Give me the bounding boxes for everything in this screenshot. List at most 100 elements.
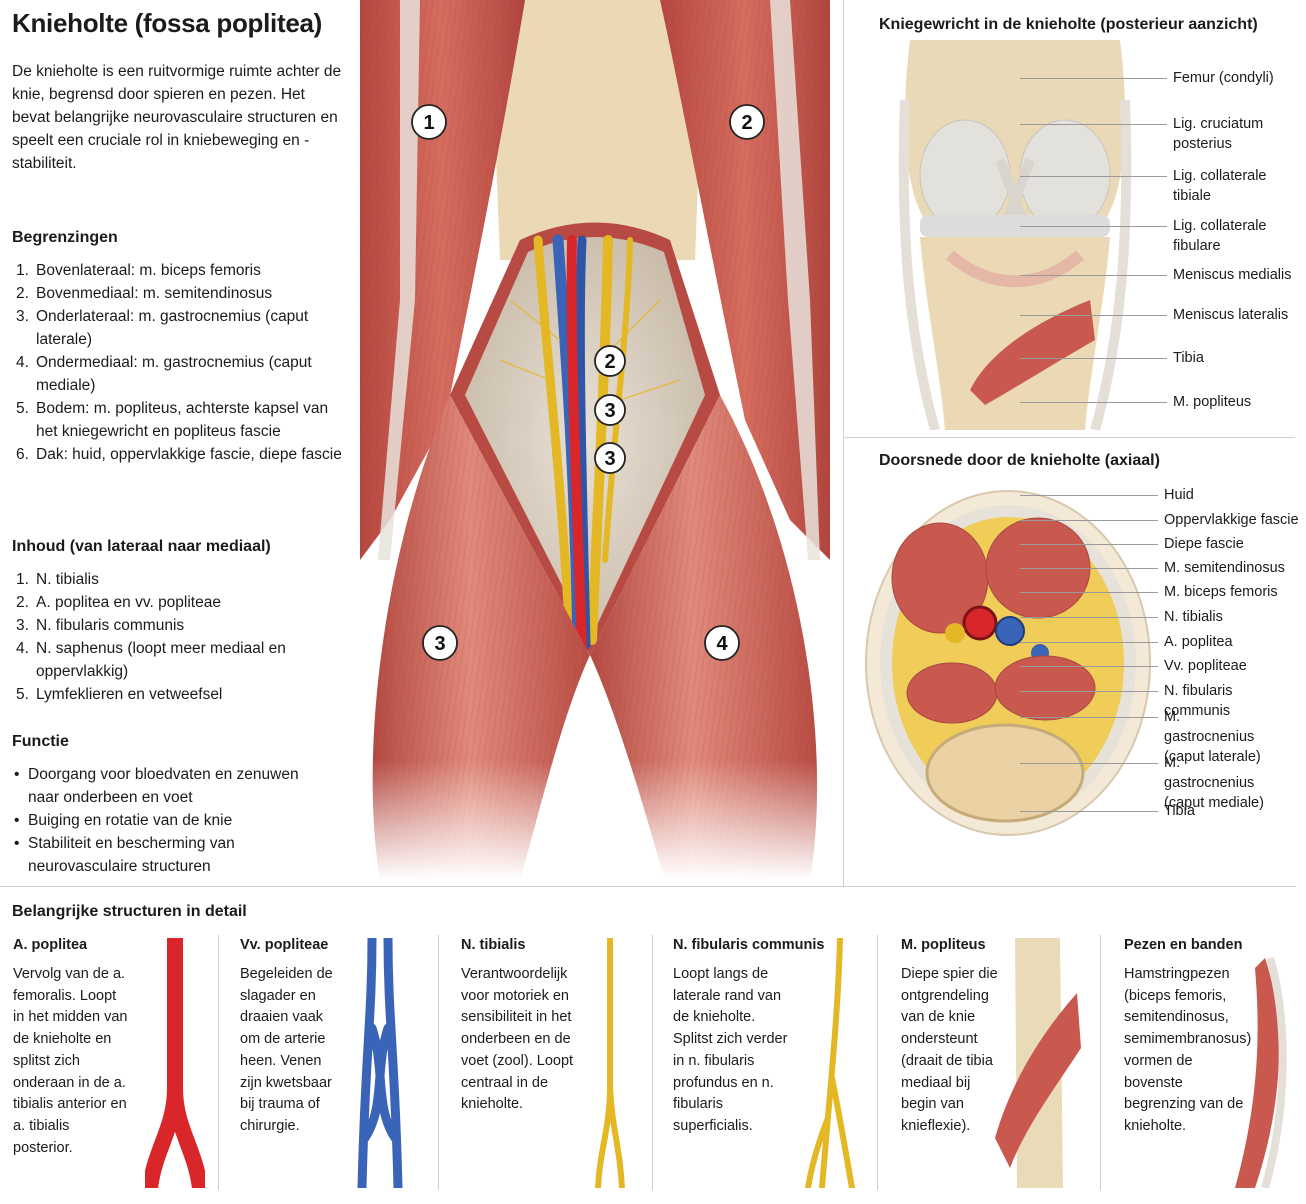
function-item: •Buiging en rotatie van de knie: [12, 809, 312, 832]
boundaries-title: Begrenzingen: [12, 229, 118, 246]
contents-item-number: 5.: [16, 686, 29, 703]
section-label: N. tibialis: [1164, 609, 1223, 625]
contents-item-number: 1.: [16, 571, 29, 588]
page-title: Knieholte (fossa poplitea): [12, 8, 323, 38]
detail-title: N. tibialis: [461, 937, 526, 953]
detail-text: Hamstringpezen (biceps femoris, semitend…: [1124, 966, 1252, 1134]
detail-text: Loopt langs de laterale rand van de knie…: [673, 966, 788, 1134]
section-label-leader-line: [1020, 520, 1158, 521]
joint-label-leader-line: [1020, 176, 1167, 177]
structure-badge: 3: [604, 400, 615, 422]
boundaries-item-text: Ondermediaal: m. gastrocnemius (caput me…: [36, 354, 312, 394]
joint-panel-title: Kniegewricht in de knieholte (posterieur…: [879, 16, 1258, 33]
muscle-badge: 1: [423, 112, 434, 134]
boundaries-item: 5.Bodem: m. popliteus, achterste kapsel …: [12, 397, 342, 443]
structure-number-badges: 2 3 3: [594, 345, 626, 474]
panel-divider-horizontal: [845, 437, 1295, 438]
section-label-leader-line: [1020, 568, 1158, 569]
contents-item-text: N. saphenus (loopt meer mediaal en opper…: [36, 640, 286, 680]
contents-item-number: 4.: [16, 640, 29, 657]
section-label: M. semitendinosus: [1164, 560, 1285, 576]
contents-item: 2.A. poplitea en vv. popliteae: [12, 591, 302, 614]
boundaries-item-number: 3.: [16, 308, 29, 325]
knee-joint-illustration: [898, 40, 1132, 430]
intro-text: De knieholte is een ruitvormige ruimte a…: [12, 63, 342, 172]
contents-item: 1. N. tibialis: [12, 568, 302, 591]
section-label-leader-line: [1020, 642, 1158, 643]
section-label-leader-line: [1020, 617, 1158, 618]
boundaries-item-text: Onderlateraal: m. gastrocnemius (caput l…: [36, 308, 309, 348]
section-label: M. gastrocnenius (caput mediale): [1164, 755, 1264, 811]
detail-separator: [877, 935, 878, 1190]
section-label: M. gastrocnenius (caput laterale): [1164, 709, 1261, 765]
boundaries-item-text: Dak: huid, oppervlakkige fascie, diepe f…: [36, 446, 342, 463]
joint-label: Tibia: [1173, 350, 1204, 366]
detail-text: Vervolg van de a. femoralis. Loopt in he…: [13, 966, 128, 1156]
structure-badge-circle: [594, 442, 626, 474]
boundaries-item: 6. Dak: huid, oppervlakkige fascie, diepe…: [12, 443, 342, 466]
joint-label: Lig. collaterale tibiale: [1173, 168, 1267, 204]
joint-label-leader-line: [1020, 124, 1167, 125]
joint-label-leader-line: [1020, 275, 1167, 276]
section-label-leader-line: [1020, 592, 1158, 593]
section-label: Diepe fascie: [1164, 536, 1244, 552]
function-item: • Stabiliteit en bescherming van neurovas…: [12, 832, 312, 878]
detail-text: Diepe spier die ontgrendeling van de kni…: [901, 966, 998, 1134]
contents-list: 1. N. tibialis 2.A. poplitea en vv. poplit…: [12, 568, 302, 706]
section-panel-title: Doorsnede door de knieholte (axiaal): [879, 452, 1160, 469]
nerve-fibularis-illustration: [805, 938, 855, 1188]
detail-title: N. fibularis communis: [673, 937, 825, 953]
section-label-leader-line: [1020, 763, 1158, 764]
details-divider: [0, 886, 1296, 887]
structure-badge: 2: [604, 351, 615, 373]
function-item-text: Stabiliteit en bescherming van neurovasc…: [28, 835, 235, 875]
boundaries-item-text: Bovenlateraal: m. biceps femoris: [36, 262, 261, 279]
artery-illustration: [145, 938, 205, 1188]
boundaries-item-number: 1.: [16, 262, 29, 279]
contents-item-text: N. tibialis: [36, 571, 99, 588]
section-label: N. fibularis communis: [1164, 683, 1233, 719]
detail-title: A. poplitea: [13, 937, 88, 953]
contents-title: Inhoud (van lateraal naar mediaal): [12, 538, 271, 555]
muscle-badge-circle: [411, 104, 447, 140]
structure-badge: 3: [604, 448, 615, 470]
function-item-text: Buiging en rotatie van de knie: [28, 812, 233, 829]
detail-separator: [1100, 935, 1101, 1190]
detail-text: Begeleiden de slagader en draaien vaak o…: [240, 966, 333, 1134]
popliteus-illustration: [995, 938, 1081, 1188]
joint-label-leader-line: [1020, 226, 1167, 227]
bullet-icon: •: [14, 835, 20, 852]
section-label-leader-line: [1020, 717, 1158, 718]
joint-label: Meniscus lateralis: [1173, 307, 1289, 323]
contents-item-number: 2.: [16, 594, 29, 611]
function-item: •Doorgang voor bloedvaten en zenuwen naa…: [12, 763, 312, 809]
detail-text: Verantwoordelijk voor motoriek en sensib…: [461, 966, 574, 1113]
detail-separator: [218, 935, 219, 1190]
tendons-illustration: [1235, 956, 1287, 1188]
panel-divider-vertical: [843, 0, 844, 886]
vein-illustration: [357, 938, 403, 1188]
section-label-leader-line: [1020, 495, 1158, 496]
joint-label-leader-line: [1020, 402, 1167, 403]
joint-label: Meniscus medialis: [1173, 267, 1292, 283]
joint-label-leader-line: [1020, 78, 1167, 79]
bullet-icon: •: [14, 766, 20, 783]
structure-badge-circle: [594, 345, 626, 377]
section-label-leader-line: [1020, 666, 1158, 667]
joint-label-leader-line: [1020, 358, 1167, 359]
contents-item-number: 3.: [16, 617, 29, 634]
structure-badge-circle: [594, 394, 626, 426]
detail-separator: [438, 935, 439, 1190]
details-title: Belangrijke structuren in detail: [12, 903, 247, 920]
detail-separator: [652, 935, 653, 1190]
joint-label: Femur (condyli): [1173, 70, 1274, 86]
section-label-leader-line: [1020, 691, 1158, 692]
contents-item: 5.Lymfeklieren en vetweefsel: [12, 683, 302, 706]
boundaries-item-number: 6.: [16, 446, 29, 463]
function-list: •Doorgang voor bloedvaten en zenuwen naa…: [12, 763, 312, 878]
function-title: Functie: [12, 733, 69, 750]
section-label: Huid: [1164, 487, 1194, 503]
boundaries-item: 1. Bovenlateraal: m. biceps femoris: [12, 259, 342, 282]
